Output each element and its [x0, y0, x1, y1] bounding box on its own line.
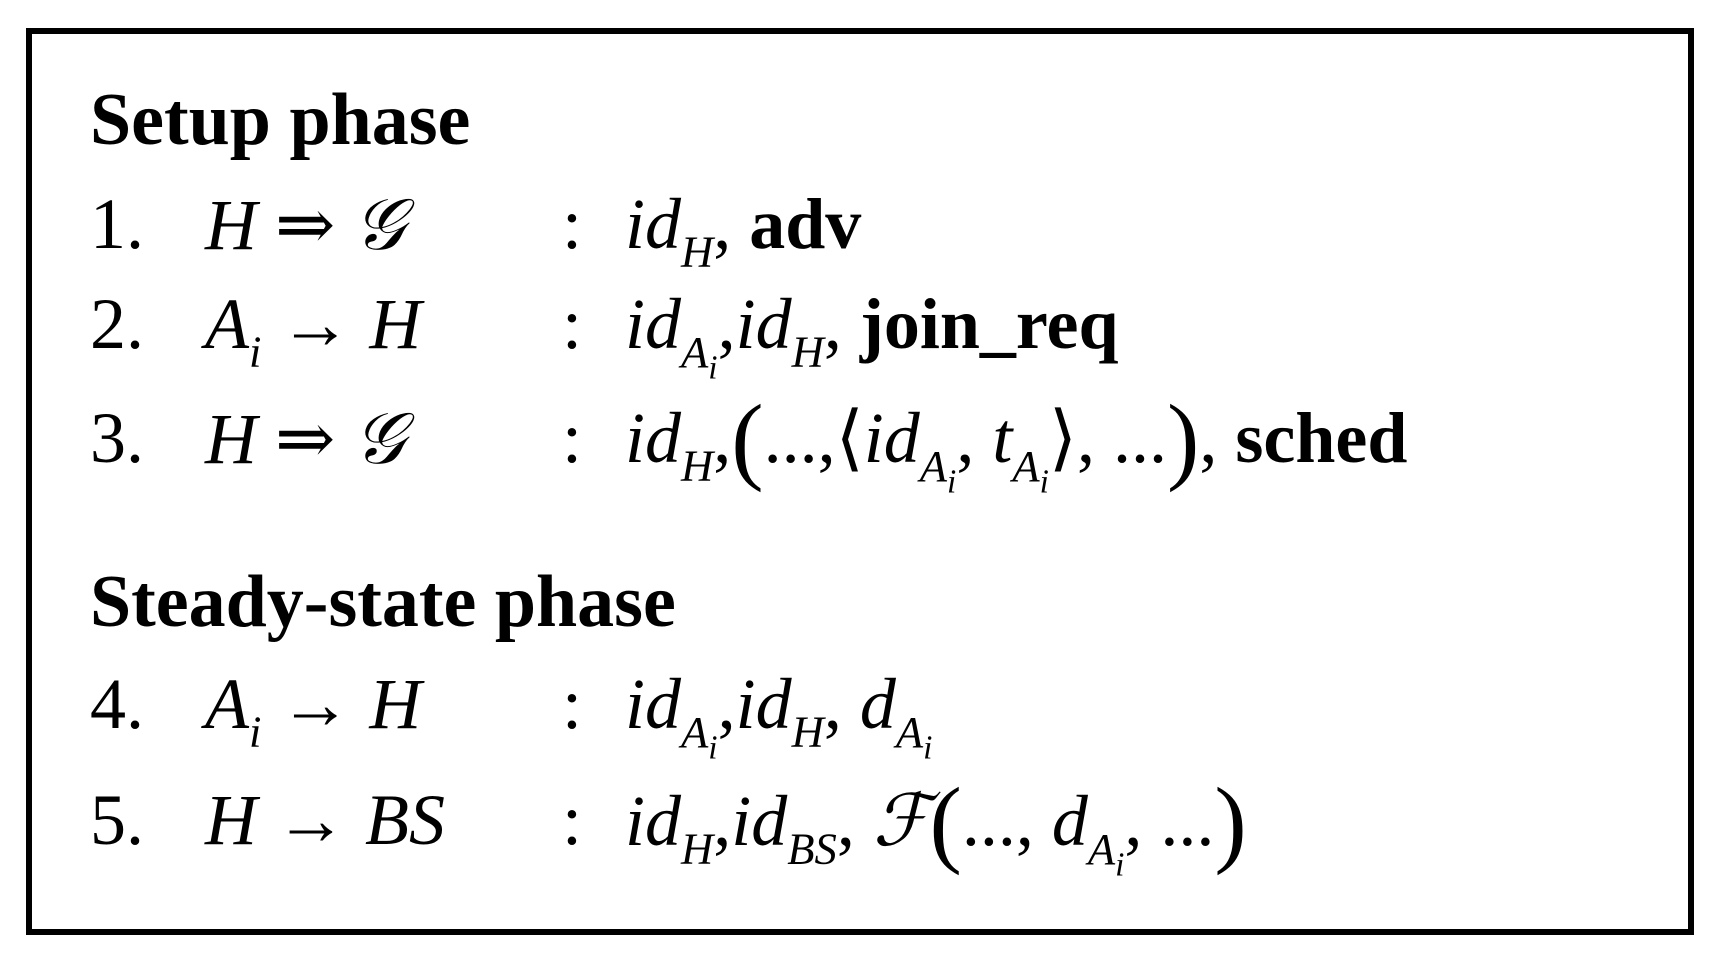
heading-steady-state-phase: Steady-state phase [90, 561, 676, 643]
step-number: 5. [90, 780, 144, 860]
step-message: idAi,idH, dAi [625, 664, 933, 767]
step-sender-receiver: H ⇒ 𝒢 [205, 396, 405, 480]
step-message: idH,idBS, ℱ(..., dAi, ...) [625, 768, 1247, 884]
keyword-sched: sched [1235, 398, 1408, 478]
step-sender-receiver: H ⇒ 𝒢 [205, 182, 405, 266]
step-sender-receiver: Ai → H [205, 284, 422, 377]
step-number: 4. [90, 664, 144, 744]
step-colon: : [562, 284, 583, 364]
step-colon: : [562, 780, 583, 860]
step-number: 3. [90, 398, 144, 478]
step-message: idAi,idH, join_req [625, 284, 1119, 387]
step-message: idH, adv [625, 184, 862, 277]
step-number: 1. [90, 184, 144, 264]
keyword-adv: adv [749, 184, 862, 264]
step-colon: : [562, 664, 583, 744]
step-sender-receiver: H → BS [205, 780, 445, 860]
keyword-join-req: join_req [859, 284, 1119, 364]
heading-setup-phase: Setup phase [90, 79, 471, 161]
diagram-frame [26, 28, 1694, 935]
step-colon: : [562, 184, 583, 264]
step-sender-receiver: Ai → H [205, 664, 422, 757]
step-message: idH,(...,⟨idAi, tAi⟩, ...), sched [625, 385, 1408, 501]
step-number: 2. [90, 284, 144, 364]
step-colon: : [562, 398, 583, 478]
